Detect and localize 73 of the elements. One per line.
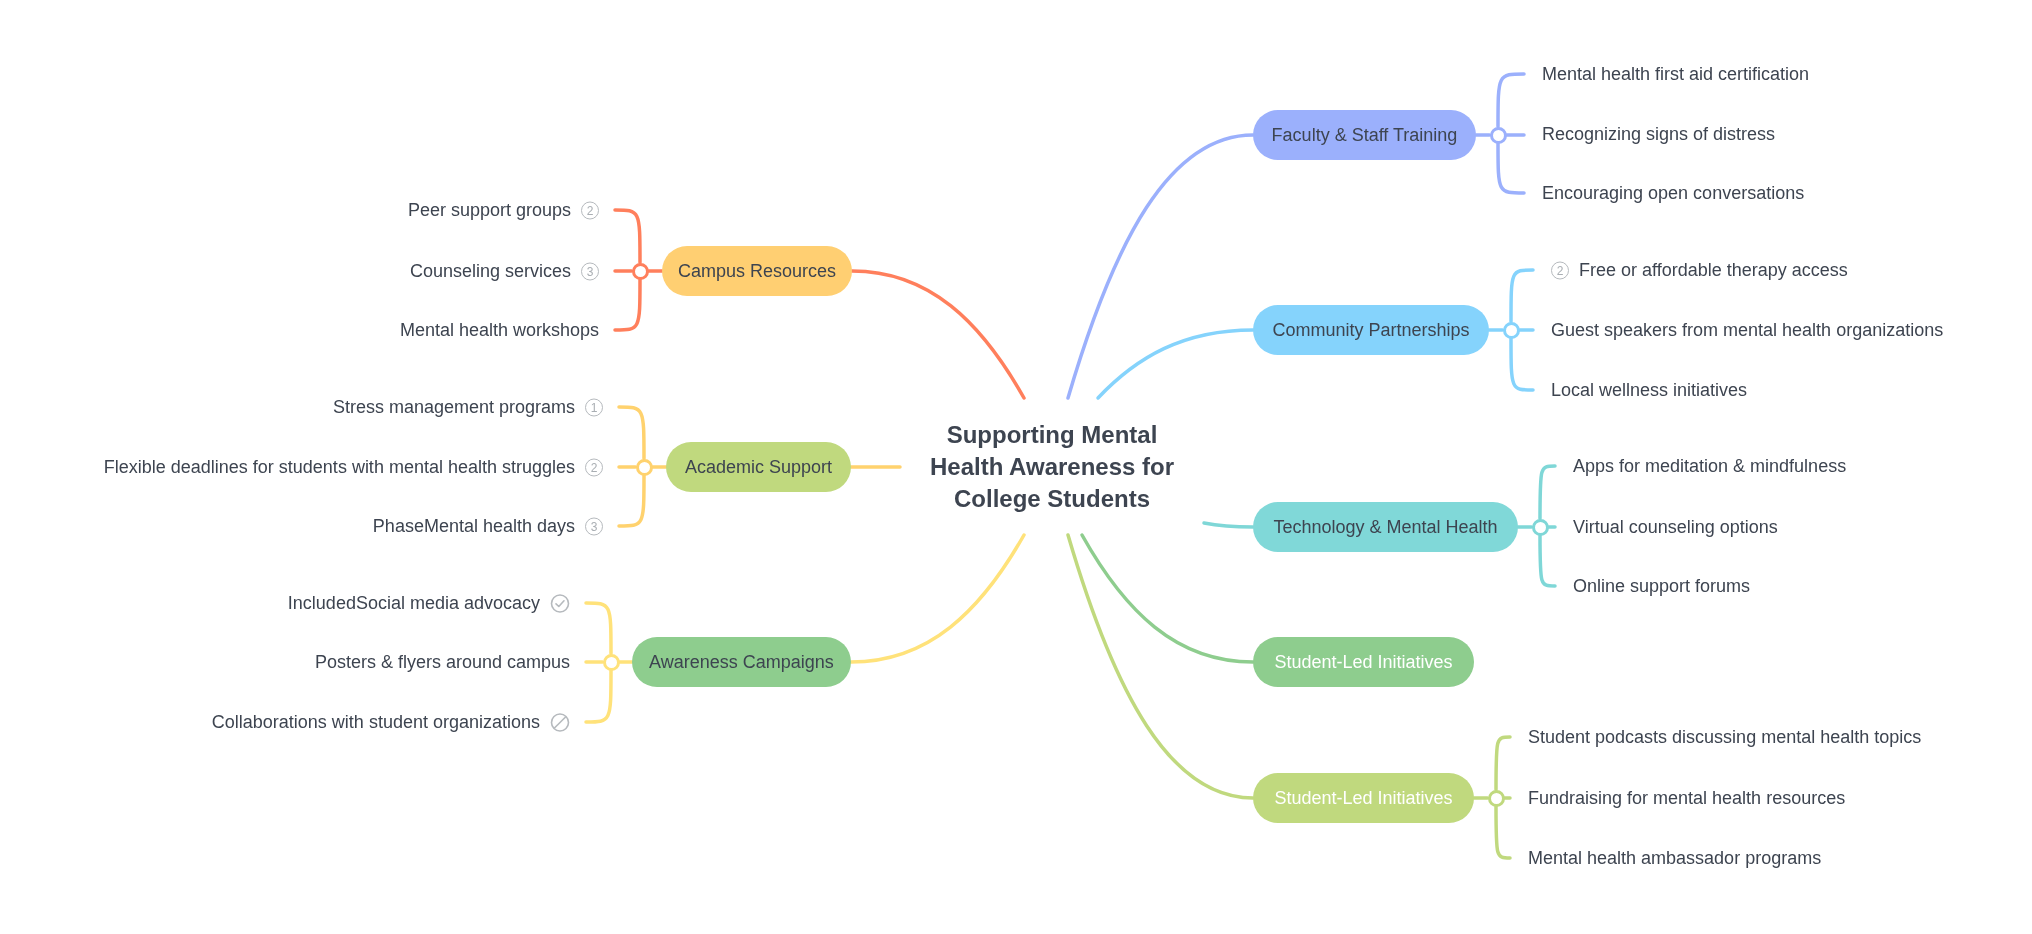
- branch-line: [1546, 525, 1557, 529]
- branch-line: [1474, 133, 1492, 137]
- subtopic-label: Peer support groups: [407, 199, 571, 221]
- branch-line: [1494, 735, 1512, 792]
- junction-circle: [602, 653, 620, 671]
- branch-line: [1517, 328, 1535, 332]
- junction-circle: [635, 458, 653, 476]
- branch-line: [617, 405, 646, 461]
- junction-circle: [1489, 126, 1507, 144]
- branch-line: [1496, 72, 1526, 129]
- subtopic-label: Mental health workshops: [399, 319, 599, 341]
- subtopic-label: Apps for meditation & mindfulness: [1573, 455, 1847, 477]
- topic-pill: Awareness Campaigns: [632, 637, 851, 687]
- subtopic-label: Student podcasts discussing mental health topics: [1528, 726, 1922, 748]
- branch-line: [1502, 796, 1512, 800]
- branch-line: [1509, 336, 1535, 392]
- topic-pill: Technology & Mental Health: [1253, 502, 1518, 552]
- subtopic-label: Online support forums: [1573, 575, 1751, 597]
- branch-line: [646, 269, 664, 273]
- branch-line: [613, 208, 642, 265]
- branch-line: [584, 668, 613, 724]
- branch-line: [850, 269, 1026, 400]
- branch-line: [1494, 804, 1512, 860]
- branch-line: [1504, 133, 1526, 137]
- branch-line: [1509, 268, 1535, 324]
- branch-line: [617, 465, 638, 469]
- branch-line: [617, 660, 634, 664]
- branch-line: [617, 473, 646, 528]
- branch-line: [584, 660, 605, 664]
- junction-circle: [631, 262, 649, 280]
- subtopic-label: Virtual counseling options: [1573, 516, 1778, 538]
- topic-pill: Student-Led Initiatives: [1253, 773, 1474, 823]
- branch-line: [849, 533, 1026, 664]
- subtopic-label: Mental health first aid certification: [1542, 63, 1810, 85]
- branch-line: [1066, 133, 1255, 400]
- topic-pill: Student-Led Initiatives: [1253, 637, 1474, 687]
- subtopic-label: Posters & flyers around campus: [314, 651, 570, 673]
- topic-pill: Community Partnerships: [1253, 305, 1489, 355]
- subtopic-label: Flexible deadlines for students with mental health struggles: [103, 456, 575, 478]
- topic-pill: Academic Support: [666, 442, 851, 492]
- junction-circle: [1502, 321, 1520, 339]
- subtopic-label: Local wellness initiatives: [1551, 379, 1748, 401]
- topic-pill: Campus Resources: [662, 246, 852, 296]
- subtopic-label: Stress management programs: [332, 396, 575, 418]
- branch-line: [613, 269, 634, 273]
- branch-line: [1496, 141, 1526, 195]
- subtopic-label: Recognizing signs of distress: [1542, 123, 1776, 145]
- branch-line: [584, 601, 613, 656]
- junction-circle: [1531, 518, 1549, 536]
- central-topic: Supporting Mental Health Awareness for College Students: [928, 419, 1176, 514]
- branch-line: [1516, 525, 1534, 529]
- branch-line: [1066, 533, 1255, 800]
- junction-circle: [1487, 789, 1505, 807]
- branch-line: [1080, 533, 1255, 664]
- subtopic-label: Guest speakers from mental health organizations: [1551, 319, 1944, 341]
- subtopic-label: Counseling services: [409, 260, 571, 282]
- branch-line: [1487, 328, 1505, 332]
- branch-line: [1538, 464, 1557, 521]
- branch-line: [650, 465, 668, 469]
- branch-line: [1538, 533, 1557, 588]
- branch-line: [1472, 796, 1490, 800]
- branch-line: [849, 465, 902, 469]
- subtopic-label: Free or affordable therapy access: [1579, 259, 1848, 281]
- branch-line: [613, 277, 642, 332]
- subtopic-label: Collaborations with student organizations: [211, 711, 540, 733]
- branch-line: [1202, 521, 1255, 529]
- subtopic-label: Mental health ambassador programs: [1528, 847, 1822, 869]
- subtopic-label: PhaseMental health days: [372, 515, 575, 537]
- topic-pill: Faculty & Staff Training: [1253, 110, 1476, 160]
- branch-line: [1096, 328, 1255, 400]
- subtopic-label: IncludedSocial media advocacy: [287, 592, 540, 614]
- subtopic-label: Encouraging open conversations: [1542, 182, 1805, 204]
- subtopic-label: Fundraising for mental health resources: [1528, 787, 1846, 809]
